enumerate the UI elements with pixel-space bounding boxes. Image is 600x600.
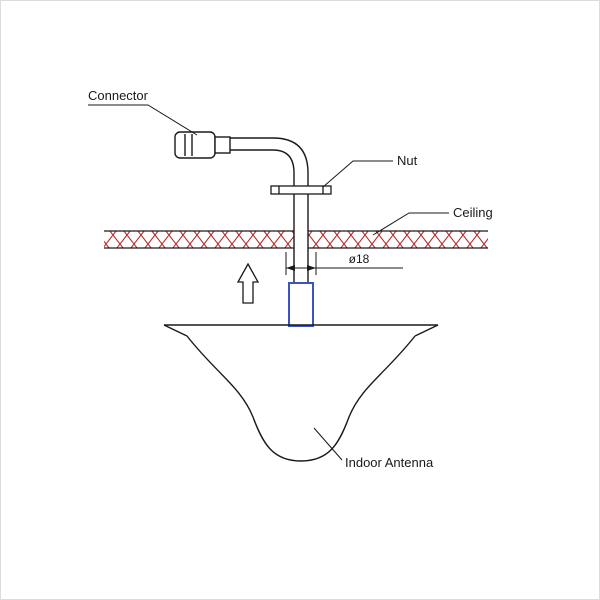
cable-outer-edge (230, 137, 309, 186)
antenna-leader (313, 427, 343, 461)
connector-label: Connector (88, 88, 149, 103)
connector-body (174, 131, 216, 159)
up-arrow-icon (236, 262, 260, 304)
ceiling-hatch-right (308, 231, 488, 248)
dimension-arrow-right (307, 265, 316, 271)
dimension-arrow-left (286, 265, 295, 271)
nut-leader (322, 160, 393, 188)
diameter-label: ø18 (349, 252, 370, 266)
dome-bell-outline (186, 335, 416, 462)
ceiling-band (104, 230, 488, 249)
disk-bottom-left (163, 324, 188, 337)
ceiling-hatch-left (104, 231, 294, 248)
antenna-dome (163, 324, 439, 462)
diameter-dimension (285, 252, 403, 275)
connector-leader (88, 104, 198, 136)
flange-plate (270, 185, 332, 195)
ceiling-leader (372, 212, 449, 236)
connector-crimp (214, 136, 231, 154)
cable-inner-edge (230, 149, 295, 186)
antenna-stem (288, 282, 314, 327)
nut-label: Nut (397, 153, 418, 168)
disk-bottom-right (414, 324, 439, 337)
antenna-label: Indoor Antenna (345, 455, 434, 470)
ceiling-label: Ceiling (453, 205, 493, 220)
leader-lines (88, 104, 449, 461)
nut-flange (270, 185, 332, 195)
connector-assembly (174, 131, 309, 186)
mounting-pipe (293, 194, 309, 283)
